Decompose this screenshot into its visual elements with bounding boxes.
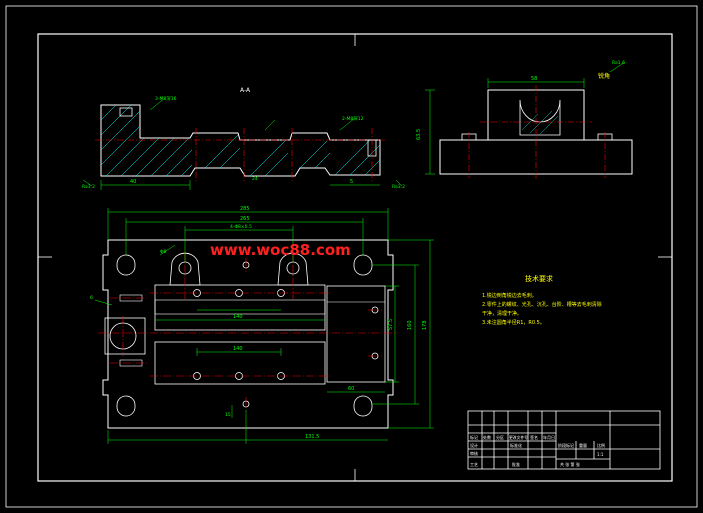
sec-ra-left: Ra3.2	[82, 184, 95, 190]
side-view: 58 63.5 Ra1.6 锐角	[416, 60, 633, 180]
dim-left-inner: 160	[407, 320, 413, 330]
plan-outline	[102, 239, 394, 429]
weight-label: 重量	[579, 442, 587, 448]
dim-left-height: 178	[422, 320, 428, 330]
svg-text:标记: 标记	[470, 434, 478, 440]
outer-border	[5, 5, 698, 508]
dim-sec-e: 15	[225, 412, 231, 418]
stage-label: 阶段标记	[558, 442, 574, 448]
dim-right-height: 57.5	[388, 319, 394, 330]
scale-label: 比例	[597, 442, 605, 448]
scale-value: 1:1	[597, 452, 604, 457]
upper-rail	[154, 284, 326, 331]
tech-requirements: 技术要求 1.锐边倒角锐边去毛刺。 2.零件上的螺纹、光孔、沉孔、台阶、槽等去毛…	[482, 274, 602, 326]
sec-note-2: 2-M8深12	[342, 115, 364, 122]
svg-text:年月日: 年月日	[543, 434, 555, 440]
plan-view: 285 265 4-Φ8×0.5 178 160 57.5 140 140 13…	[90, 206, 434, 444]
svg-text:设计: 设计	[470, 442, 478, 448]
svg-text:审核: 审核	[470, 450, 478, 456]
title-block	[467, 410, 661, 470]
svg-text:处数: 处数	[483, 434, 491, 440]
svg-text:批准: 批准	[512, 461, 520, 467]
dim-top-inner: 265	[240, 216, 250, 222]
svg-text:标准化: 标准化	[510, 442, 522, 448]
side-dim-top: 58	[531, 76, 537, 82]
lower-rail	[154, 341, 326, 385]
side-ra: Ra1.6	[612, 60, 625, 66]
watermark: www.woc88.com	[210, 241, 351, 259]
dim-top-overall: 285	[240, 206, 250, 212]
sec-dim-a: 5	[350, 179, 353, 185]
title-block-text: 标记 处数 分区 更改文件号 签名 年月日 设计 标准化 审核 工艺 批准 阶段…	[470, 434, 605, 467]
side-dim-left: 63.5	[416, 129, 422, 140]
svg-text:分区: 分区	[496, 434, 504, 440]
svg-text:签名: 签名	[530, 434, 538, 440]
dim-mid-len2: 140	[233, 314, 243, 320]
section-outline	[100, 104, 381, 177]
svg-text:更改文件号: 更改文件号	[509, 435, 528, 440]
sec-ra-right: Ra3.2	[392, 184, 405, 190]
sec-dim-b: 40	[130, 179, 136, 185]
inner-border	[37, 33, 673, 482]
side-view-label: 锐角	[598, 72, 610, 80]
dim-mid-len: 140	[233, 346, 243, 352]
section-view: A-A	[82, 87, 405, 190]
right-plate	[326, 285, 386, 383]
dim-top-holes: 4-Φ8×0.5	[230, 224, 252, 230]
tech-title: 技术要求	[525, 274, 553, 283]
sec-dim-c: 24	[252, 176, 258, 182]
svg-text:工艺: 工艺	[470, 462, 478, 467]
tech-item-4: 3.未注圆角半径R1，R0.5。	[482, 319, 545, 326]
tech-item-1: 1.锐边倒角锐边去毛刺。	[482, 292, 537, 299]
dim-right-width: 60	[348, 386, 354, 392]
tech-item-3: 干净，清理干净。	[482, 310, 522, 317]
dim-hole-label: Φ8	[160, 249, 167, 255]
section-label: A-A	[240, 87, 251, 94]
sheet-label: 共 张 第 张	[560, 461, 580, 467]
dim-sec-d: 6	[90, 295, 93, 301]
sec-note-1: 3-M8深16	[155, 95, 177, 102]
dim-bottom-len: 131.5	[305, 434, 319, 440]
tech-item-2: 2.零件上的螺纹、光孔、沉孔、台阶、槽等去毛刺清除	[482, 301, 602, 308]
